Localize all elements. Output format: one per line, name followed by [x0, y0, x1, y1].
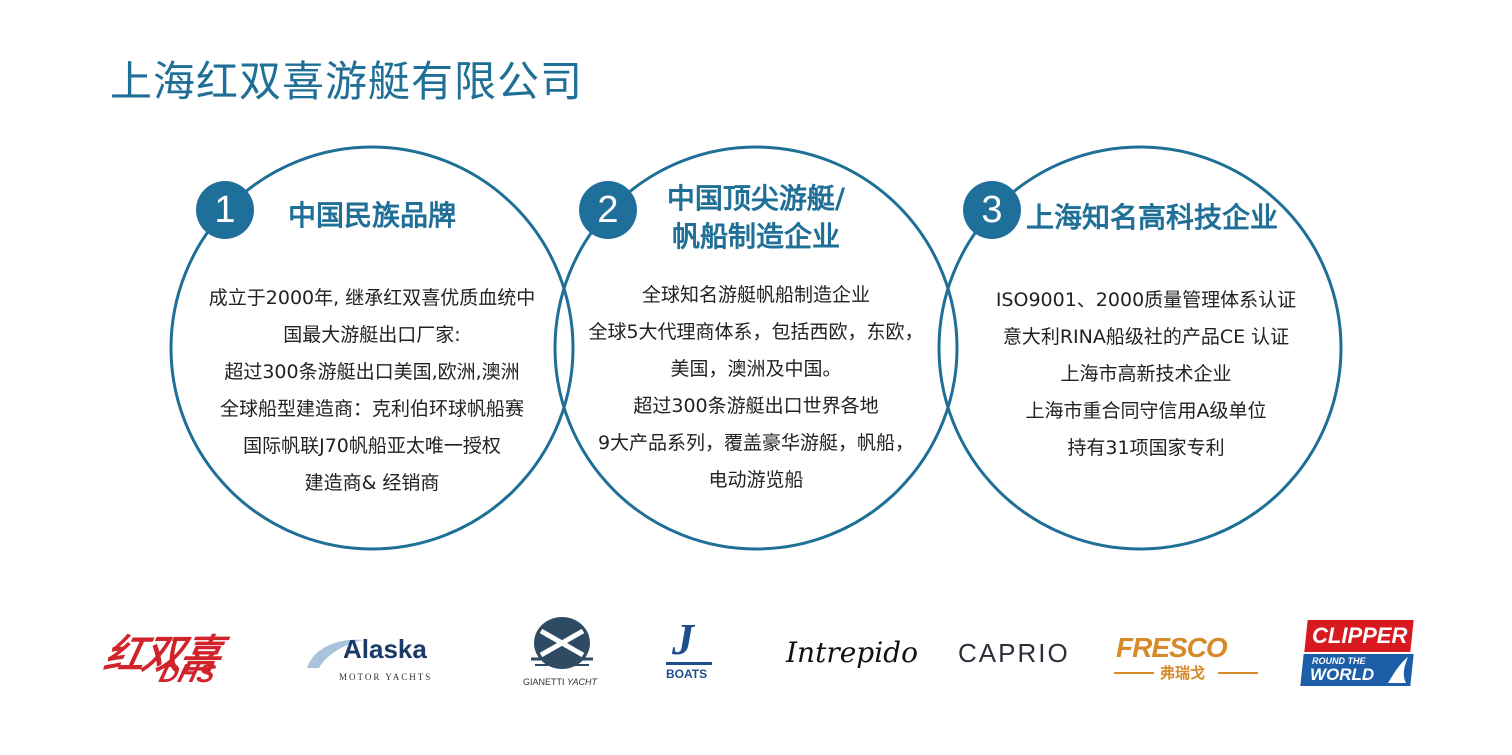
pillar-3-line: 持有31项国家专利: [1067, 437, 1225, 459]
jboats-underline: [666, 662, 712, 665]
fresco-logo: FRESCO 弗瑞戈: [1112, 632, 1264, 688]
caprio-logo: CAPRIO: [958, 636, 1078, 676]
pillar-1-line: 全球船型建造商：克利伯环球帆船赛: [219, 398, 524, 420]
pillar-2-line: 美国，澳洲及中国。: [670, 358, 842, 380]
fresco-logo-main: FRESCO: [1116, 632, 1228, 663]
fresco-line-right: [1218, 672, 1258, 674]
pillar-2-line: 9大产品系列，覆盖豪华游艇，帆船，: [597, 432, 915, 454]
pillar-1-line: 超过300条游艇出口美国,欧洲,澳洲: [224, 361, 520, 383]
clipper-logo-sub1: ROUND THE: [1312, 656, 1366, 666]
pillar-2-line: 全球知名游艇帆船制造企业: [641, 284, 870, 306]
gianetti-logo-sub: YACHT: [567, 677, 598, 687]
alaska-logo-sub: MOTOR YACHTS: [339, 672, 433, 682]
pillar-2-line: 电动游览船: [708, 469, 804, 491]
pillar-1-number-badge: 1: [196, 181, 254, 239]
alaska-swoosh-icon: [307, 639, 363, 668]
gianetti-logo: GIANETTI YACHT: [515, 615, 605, 693]
pillar-2-number-badge: 2: [579, 181, 637, 239]
pillar-3-line: 意大利RINA船级社的产品CE 认证: [1002, 326, 1290, 348]
pillar-3-line: 上海市高新技术企业: [1060, 363, 1232, 385]
pillar-1-line: 建造商& 经销商: [304, 472, 440, 494]
pillar-3-number-badge: 3: [963, 181, 1021, 239]
jboats-logo: J BOATS: [662, 615, 718, 684]
page-title: 上海红双喜游艇有限公司: [110, 57, 584, 106]
alaska-logo: Alaska MOTOR YACHTS: [305, 632, 445, 688]
alaska-logo-main: Alaska: [343, 634, 427, 664]
clipper-logo: CLIPPER ROUND THE WORLD: [1300, 620, 1416, 686]
circle-3-outline: [937, 145, 1343, 551]
gianetti-logo-main: GIANETTI: [522, 677, 565, 687]
fresco-line-left: [1114, 672, 1154, 674]
circle-1-outline: [169, 145, 575, 551]
fresco-logo-sub: 弗瑞戈: [1160, 664, 1206, 682]
caprio-logo-main: CAPRIO: [958, 638, 1070, 668]
gianetti-emblem-icon: [531, 617, 593, 669]
pillar-1-body: 成立于2000年, 继承红双喜优质血统中 国最大游艇出口厂家: 超过300条游艇…: [172, 280, 572, 502]
pillar-2-line: 全球5大代理商体系，包括西欧，东欧，: [588, 321, 924, 343]
pillar-2-heading-line: 中国顶尖游艇/: [666, 182, 846, 215]
intrepido-logo-main: Intrepido: [786, 636, 918, 669]
pillar-3-line: 上海市重合同守信用A级单位: [1025, 400, 1267, 422]
clipper-logo-main: CLIPPER: [1312, 623, 1408, 648]
pillar-1-line: 国最大游艇出口厂家:: [283, 324, 461, 346]
jboats-logo-main: J: [672, 615, 694, 664]
clipper-logo-sub2: WORLD: [1310, 665, 1375, 684]
pillar-3-line: ISO9001、2000质量管理体系认证: [995, 289, 1297, 311]
gianetti-logo-text: GIANETTI YACHT: [515, 677, 605, 687]
circle-2-outline: [553, 145, 959, 551]
pillar-3-body: ISO9001、2000质量管理体系认证 意大利RINA船级社的产品CE 认证 …: [946, 282, 1346, 467]
clipper-sail-icon: [1388, 657, 1408, 683]
pillar-1-line: 成立于2000年, 继承红双喜优质血统中: [208, 287, 536, 309]
pillar-3-heading-line: 上海知名高科技企业: [1025, 201, 1278, 234]
dhs-logo-sub: DHS: [156, 658, 220, 688]
pillar-1-line: 国际帆联J70帆船亚太唯一授权: [243, 435, 501, 457]
pillar-3-heading: 上海知名高科技企业: [1012, 199, 1292, 237]
pillar-2-heading: 中国顶尖游艇/ 帆船制造企业: [636, 180, 876, 256]
circle-outlines: [169, 145, 1343, 551]
pillar-2-line: 超过300条游艇出口世界各地: [633, 395, 879, 417]
pillar-2-heading-line: 帆船制造企业: [671, 220, 840, 253]
pillar-1-heading-line: 中国民族品牌: [287, 199, 456, 232]
pillar-2-body: 全球知名游艇帆船制造企业 全球5大代理商体系，包括西欧，东欧， 美国，澳洲及中国…: [556, 277, 956, 499]
jboats-logo-sub: BOATS: [666, 667, 708, 681]
pillar-1-heading: 中国民族品牌: [262, 197, 482, 235]
dhs-logo: 红双喜 DHS: [98, 622, 248, 688]
intrepido-logo: Intrepido: [786, 632, 926, 676]
